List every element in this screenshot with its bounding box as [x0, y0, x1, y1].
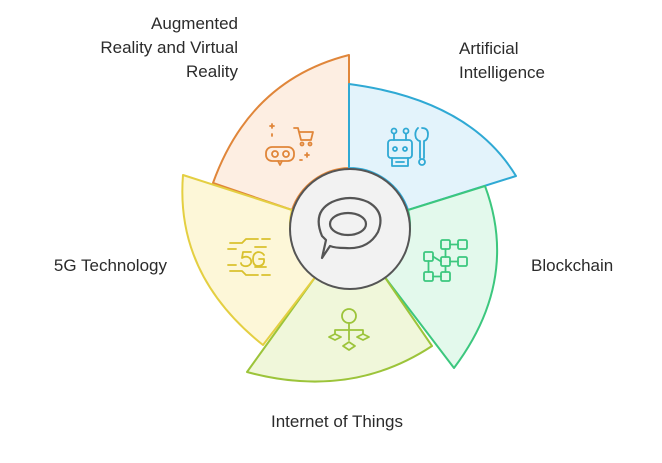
label-blockchain-line-1: Blockchain — [531, 256, 614, 275]
label-ai-line-1: Artificial — [459, 39, 519, 58]
speech-bubble-icon — [317, 196, 382, 260]
vr-headset-cart-icon — [265, 123, 314, 166]
label-ar-vr-line-2: Reality and Virtual — [100, 38, 238, 57]
label-ar-vr-line-1: Augmented — [151, 14, 238, 33]
label-iot-line-1: Internet of Things — [271, 412, 403, 431]
label-ar-vr: Augmented Reality and Virtual Reality — [100, 12, 238, 84]
label-ai-line-2: Intelligence — [459, 63, 546, 82]
5g-signal-icon — [227, 238, 271, 276]
connected-nodes-icon — [328, 308, 370, 351]
label-blockchain: Blockchain — [531, 254, 613, 278]
label-iot: Internet of Things — [271, 410, 403, 434]
label-5g: 5G Technology — [54, 254, 167, 278]
label-ai: Artificial Intelligence — [459, 37, 545, 85]
robot-wrench-icon — [387, 127, 429, 167]
label-5g-line-1: 5G Technology — [53, 256, 167, 275]
block-network-icon — [423, 239, 468, 282]
center-circle — [289, 168, 411, 290]
label-ar-vr-line-3: Reality — [186, 62, 238, 81]
